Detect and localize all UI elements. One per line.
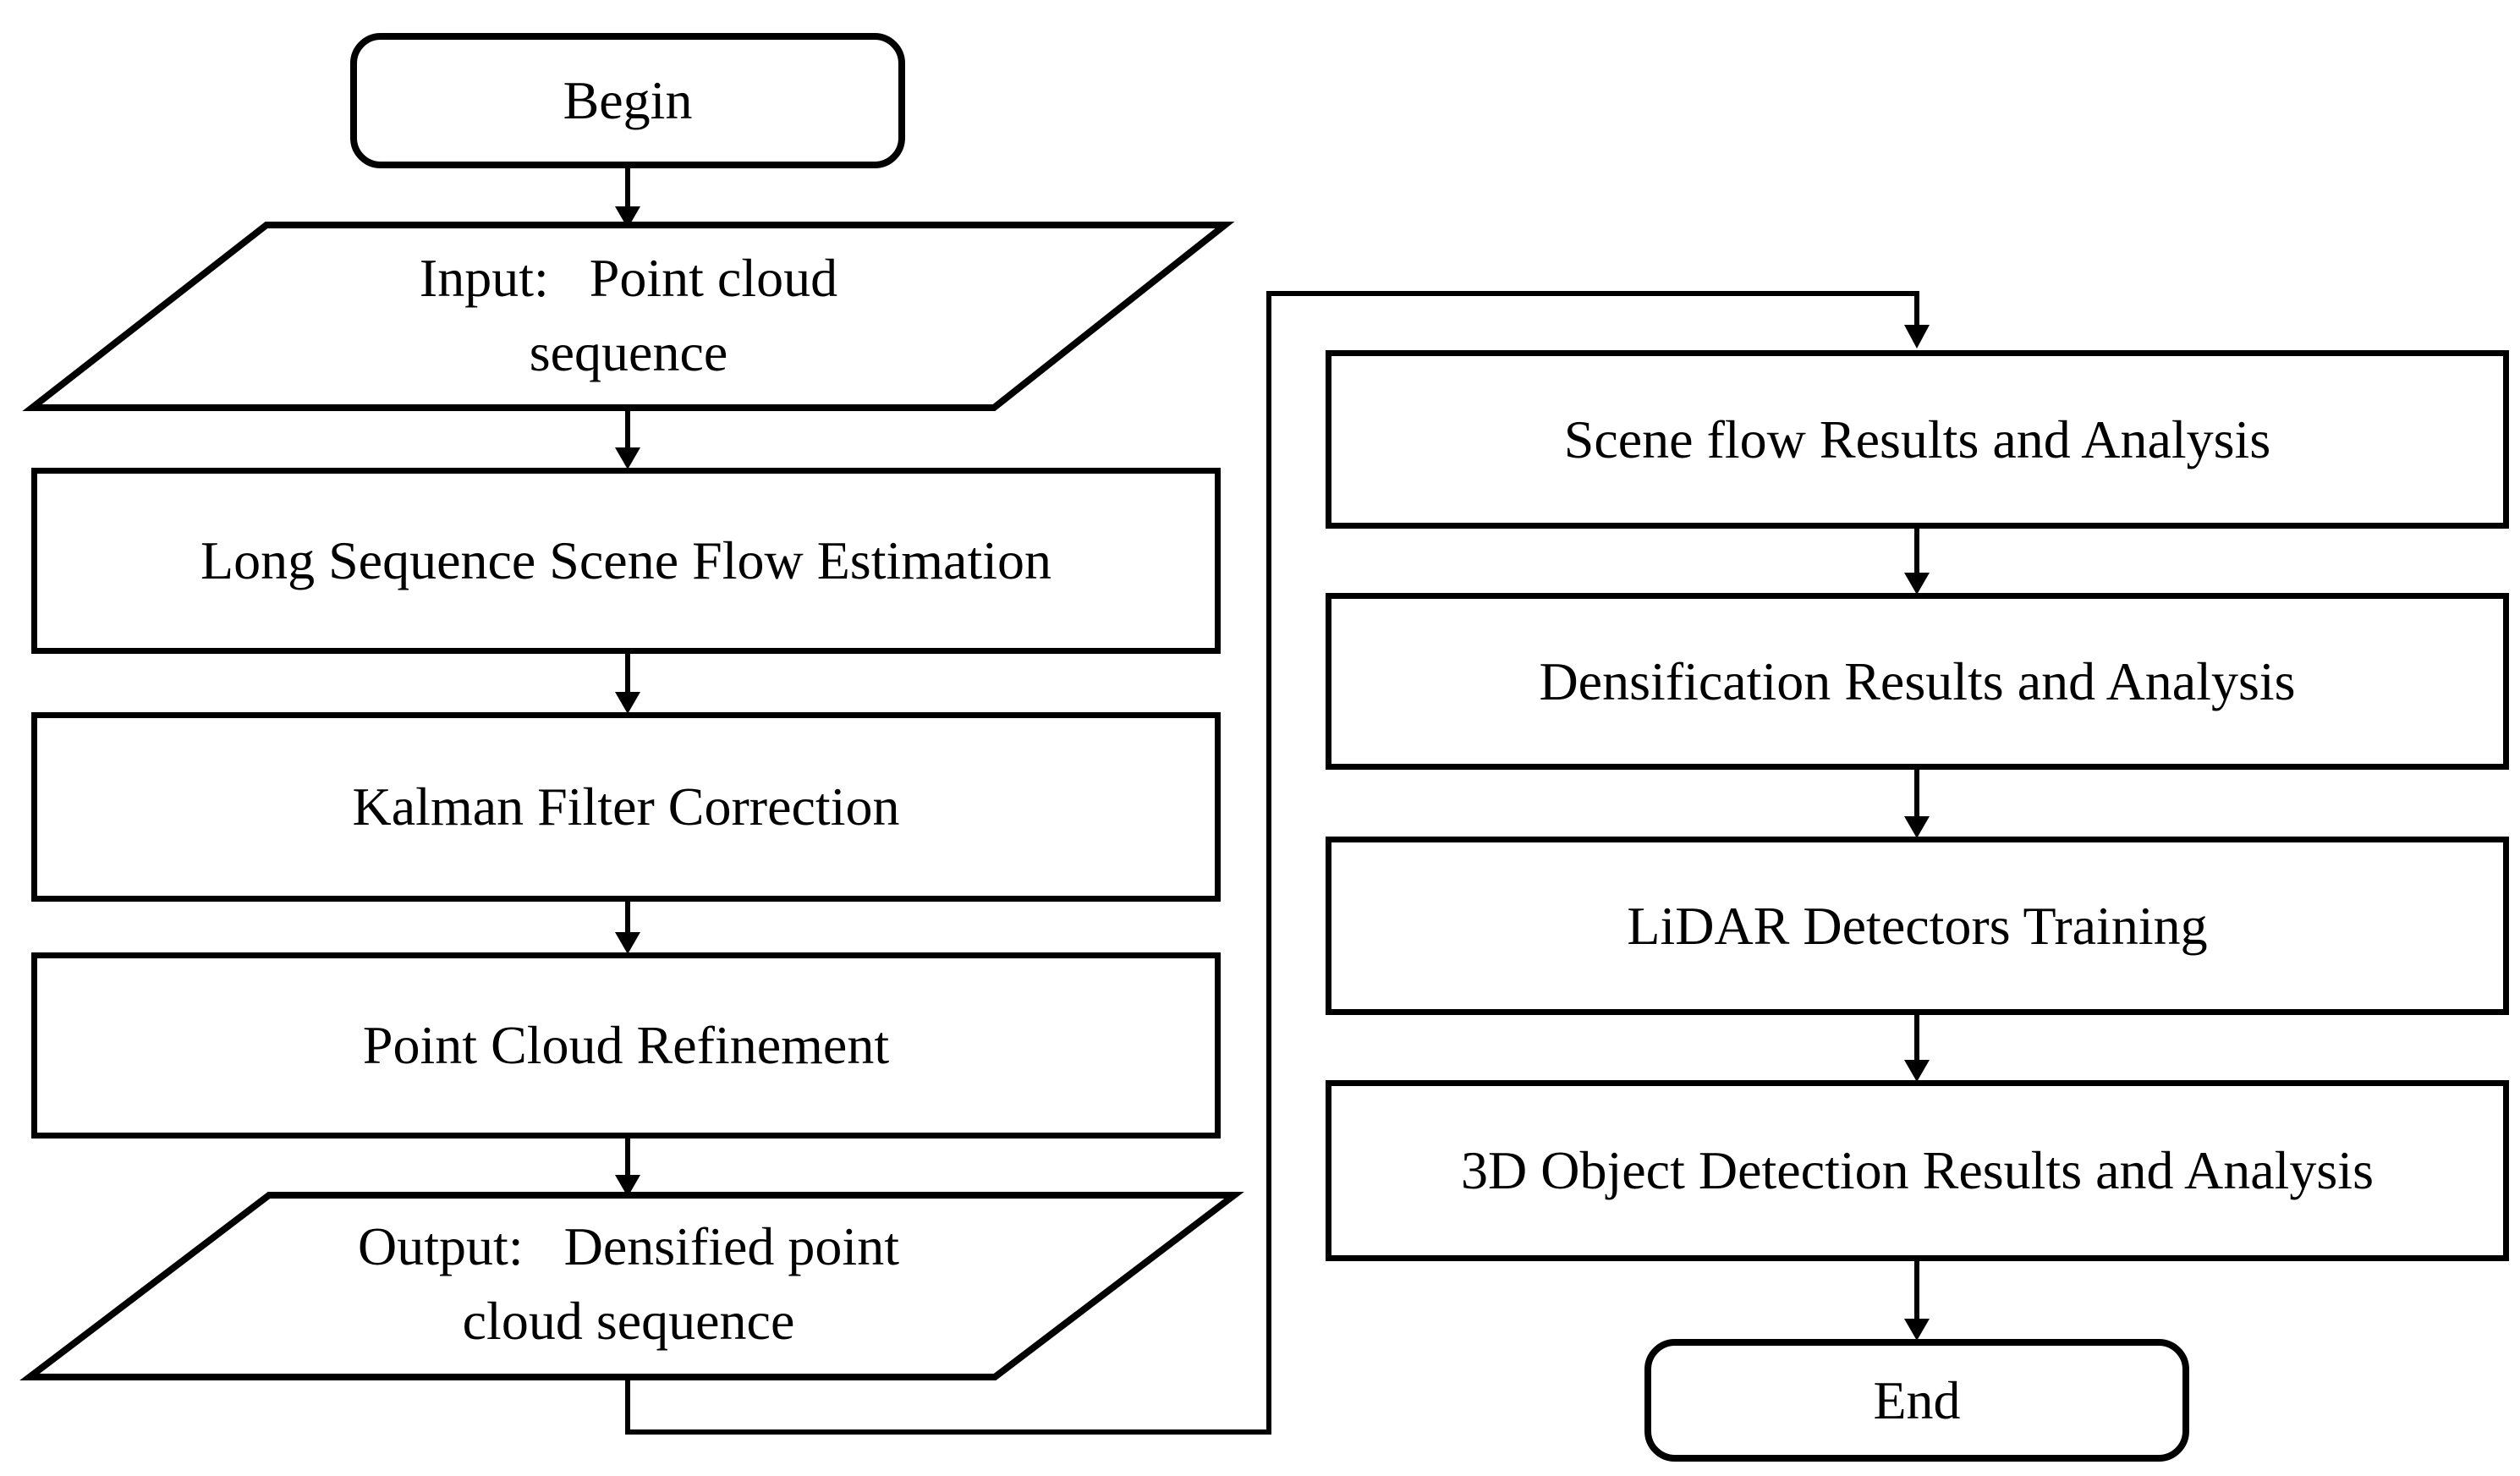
node-label: Long Sequence Scene Flow Estimation <box>200 530 1052 591</box>
end-node: End <box>1644 1339 2189 1462</box>
point-cloud-refinement-node: Point Cloud Refinement <box>31 952 1221 1139</box>
node-label: Densification Results and Analysis <box>1539 650 2296 711</box>
arrowhead-output-result1 <box>1904 325 1930 348</box>
arrowhead-result3-result4 <box>1904 1060 1930 1082</box>
input-node-label: Input: Point cloud sequence <box>248 235 1009 396</box>
node-label: Kalman Filter Correction <box>352 776 900 837</box>
edge-output-result1 <box>625 291 1919 1435</box>
scene-flow-results-node: Scene flow Results and Analysis <box>1326 350 2509 529</box>
arrowhead-input-step1 <box>615 447 640 469</box>
node-label: Scene flow Results and Analysis <box>1563 409 2271 469</box>
arrowhead-step2-step3 <box>615 932 640 954</box>
arrowhead-result4-end <box>1904 1319 1930 1341</box>
node-label: End <box>1873 1369 1961 1430</box>
input-parallelogram-shape <box>22 222 1235 411</box>
node-label-line1: Output: Densified point <box>358 1216 899 1276</box>
node-label: 3D Object Detection Results and Analysis <box>1461 1140 2374 1201</box>
arrowhead-result2-result3 <box>1904 816 1930 838</box>
node-label-line2: cloud sequence <box>462 1291 795 1351</box>
node-label: LiDAR Detectors Training <box>1627 895 2208 956</box>
output-parallelogram-shape <box>19 1192 1244 1380</box>
long-sequence-scene-flow-estimation-node: Long Sequence Scene Flow Estimation <box>31 468 1221 654</box>
densification-results-node: Densification Results and Analysis <box>1326 593 2509 770</box>
kalman-filter-correction-node: Kalman Filter Correction <box>31 712 1221 902</box>
begin-node: Begin <box>350 33 905 168</box>
object-detection-results-node: 3D Object Detection Results and Analysis <box>1326 1080 2509 1261</box>
arrowhead-step3-output <box>615 1175 640 1197</box>
arrowhead-step1-step2 <box>615 692 640 714</box>
node-label-line2: sequence <box>529 322 728 382</box>
node-label-line1: Input: Point cloud <box>419 248 838 308</box>
node-label: Point Cloud Refinement <box>362 1015 890 1076</box>
output-node-label: Output: Densified point cloud sequence <box>248 1204 1009 1364</box>
node-label: Begin <box>563 70 693 131</box>
arrowhead-begin-input <box>615 206 640 228</box>
arrowhead-result1-result2 <box>1904 573 1930 595</box>
lidar-detectors-training-node: LiDAR Detectors Training <box>1326 837 2509 1015</box>
